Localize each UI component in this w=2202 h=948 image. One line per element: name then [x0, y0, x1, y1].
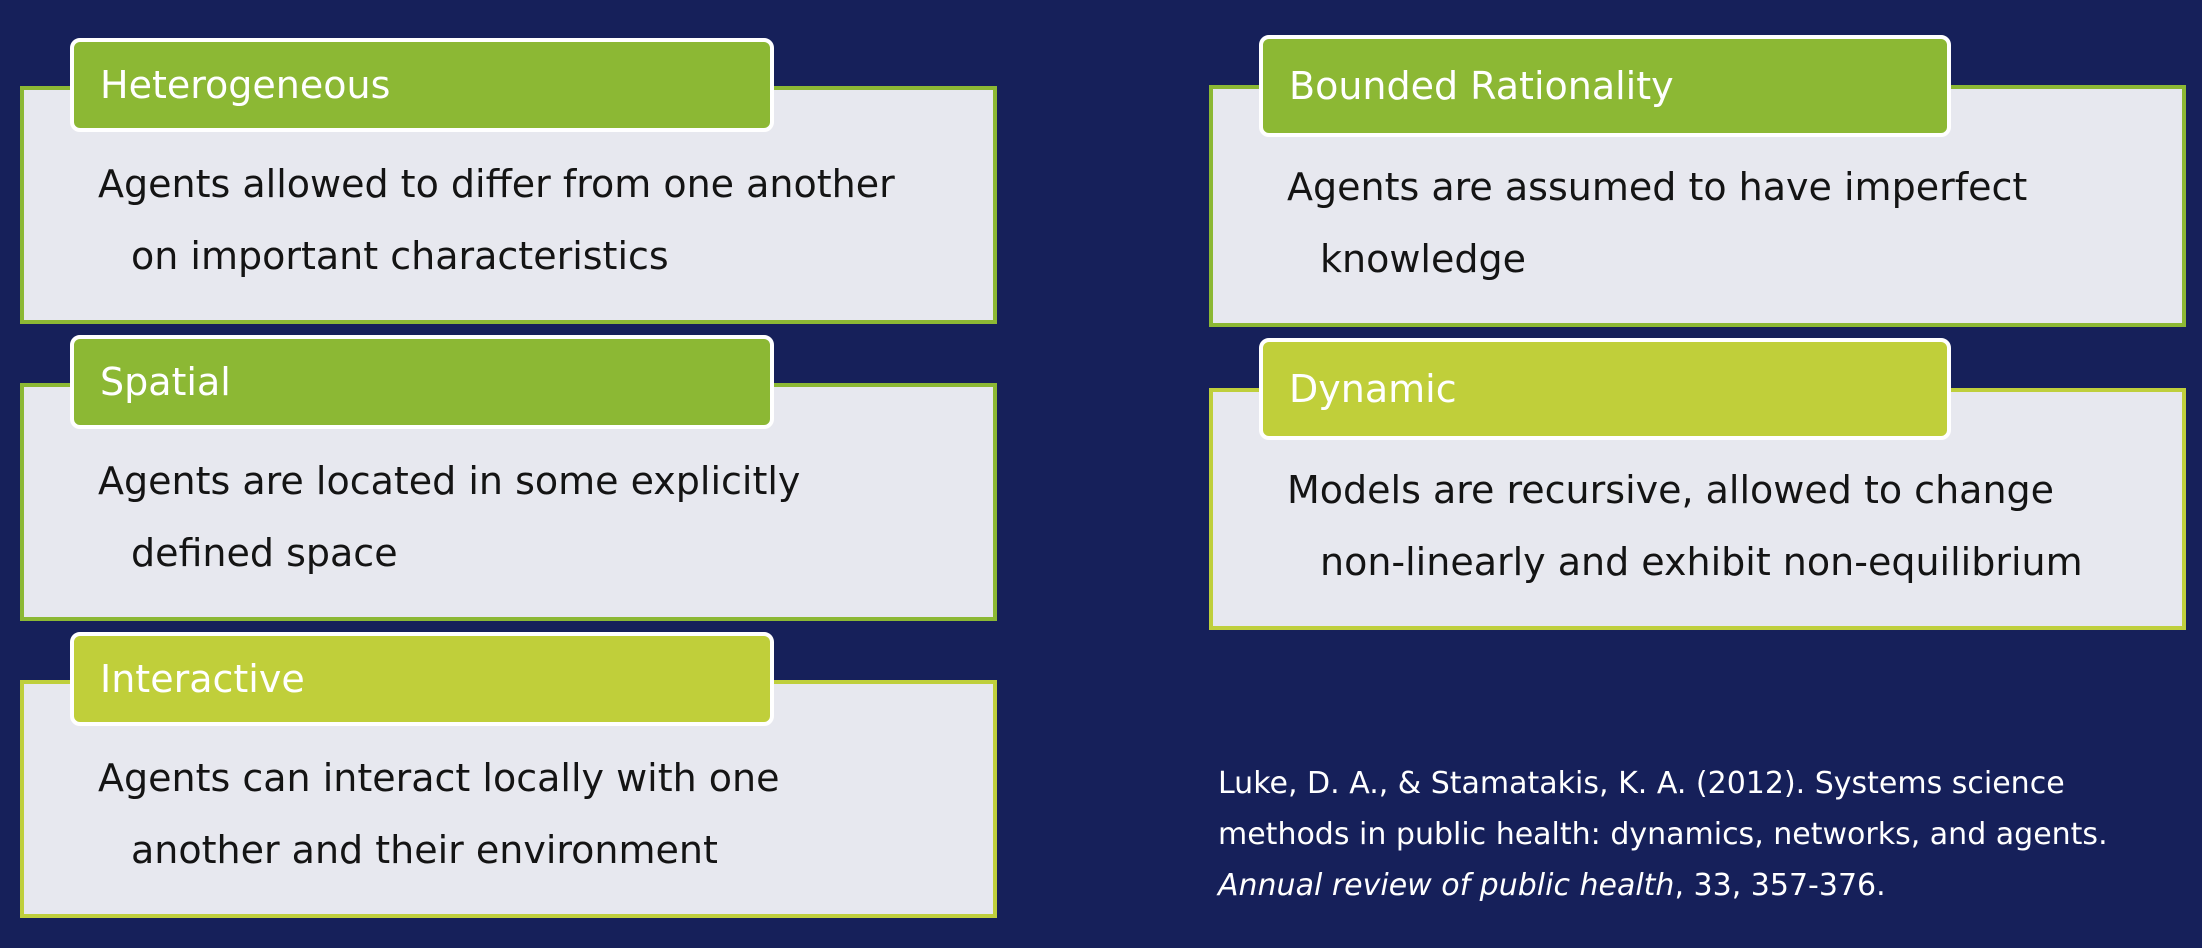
card-interactive: Interactive Agents can interact locally … — [20, 632, 997, 918]
card-title: Dynamic — [1259, 338, 1951, 440]
citation-journal: Annual review of public health — [1218, 868, 1675, 903]
description-line: defined space — [131, 531, 398, 575]
description-line: non-linearly and exhibit non-equilibrium — [1320, 540, 2083, 584]
card-bounded-rationality: Bounded Rationality Agents are assumed t… — [1209, 35, 2186, 327]
description-line: Agents are assumed to have imperfect — [1287, 165, 2028, 209]
citation: Luke, D. A., & Stamatakis, K. A. (2012).… — [1218, 758, 2178, 911]
description-line: Agents are located in some explicitly — [98, 459, 801, 503]
card-spatial: Spatial Agents are located in some expli… — [20, 335, 997, 621]
card-title: Bounded Rationality — [1259, 35, 1951, 137]
card-title: Spatial — [70, 335, 774, 429]
card-description: Agents are assumed to have imperfect kno… — [1287, 151, 2027, 295]
card-title: Heterogeneous — [70, 38, 774, 132]
description-line: Models are recursive, allowed to change — [1287, 468, 2055, 512]
card-description: Agents can interact locally with one ano… — [98, 742, 779, 886]
card-description: Agents allowed to differ from one anothe… — [98, 148, 895, 292]
card-heterogeneous: Heterogeneous Agents allowed to differ f… — [20, 38, 997, 324]
card-description: Agents are located in some explicitly de… — [98, 445, 800, 589]
description-line: another and their environment — [131, 828, 718, 872]
citation-line: methods in public health: dynamics, netw… — [1218, 817, 2108, 852]
description-line: Agents allowed to differ from one anothe… — [98, 162, 895, 206]
description-line: Agents can interact locally with one — [98, 756, 780, 800]
card-description: Models are recursive, allowed to change … — [1287, 454, 2083, 598]
description-line: on important characteristics — [131, 234, 669, 278]
description-line: knowledge — [1320, 237, 1526, 281]
card-dynamic: Dynamic Models are recursive, allowed to… — [1209, 338, 2186, 630]
card-title: Interactive — [70, 632, 774, 726]
citation-line: Luke, D. A., & Stamatakis, K. A. (2012).… — [1218, 766, 2065, 801]
citation-volume-pages: , 33, 357-376. — [1674, 868, 1886, 903]
